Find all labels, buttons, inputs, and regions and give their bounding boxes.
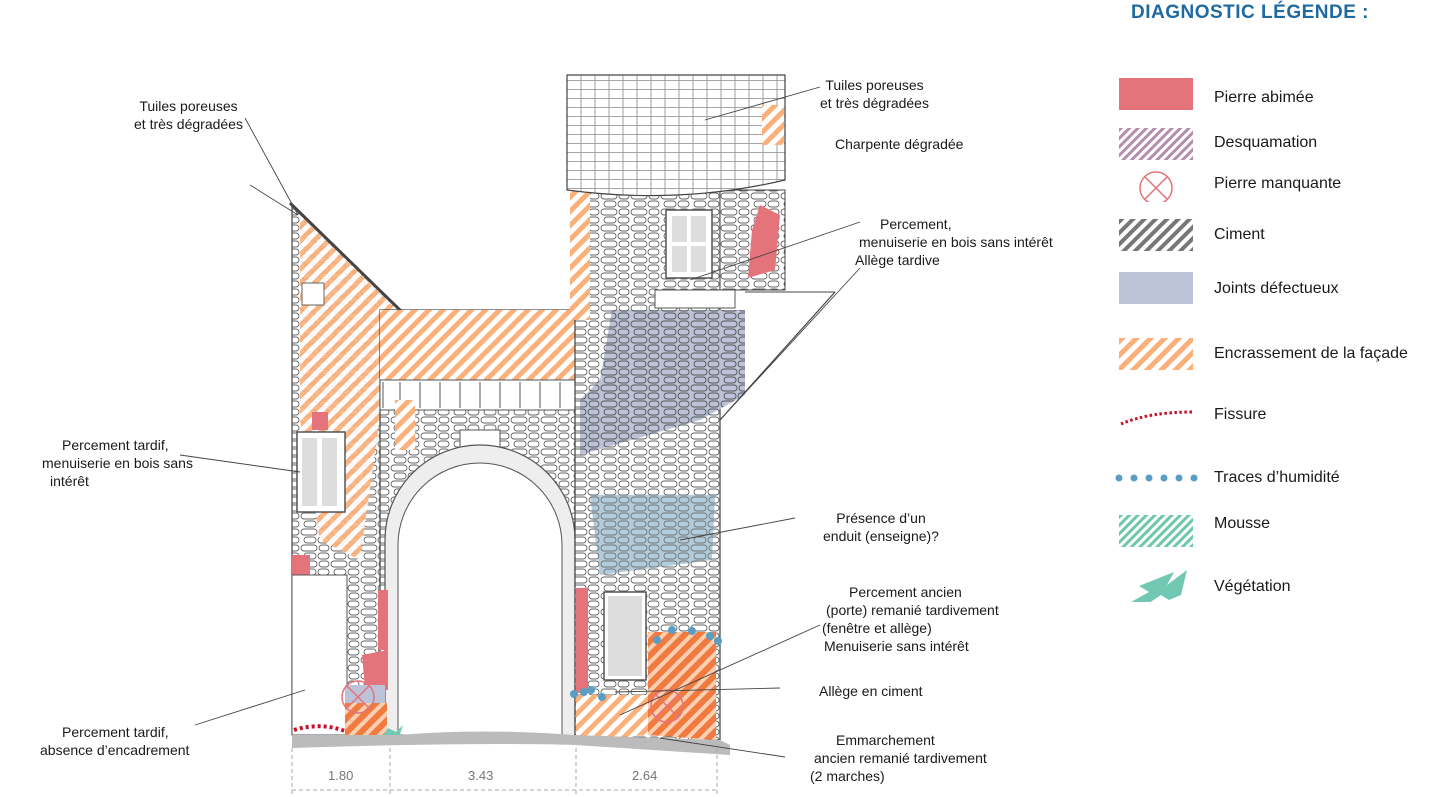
annotation-line: Percement tardif, (62, 437, 169, 453)
legend-item-missing-stone: Pierre manquante (1114, 170, 1434, 210)
annotation-line: (porte) remanié tardivement (826, 602, 999, 618)
annotation-line: Emmarchement (836, 732, 935, 748)
legend-label: Mousse (1214, 515, 1271, 532)
legend-label: Encrassement de la façade (1214, 345, 1408, 362)
annotation-line: et très dégradées (134, 116, 243, 132)
legend-label: Fissure (1214, 406, 1267, 423)
annotation-line: Présence d’un (836, 510, 926, 526)
annotation-line: menuiserie en bois sans (42, 455, 193, 471)
annotation-line: et très dégradées (820, 95, 929, 111)
annotation-line: Menuiserie sans intérêt (824, 638, 969, 654)
annotation-line: intérêt (50, 473, 89, 489)
annotation-line: menuiserie en bois sans intérêt (859, 234, 1053, 250)
dimension-label: 1.80 (328, 768, 354, 783)
defective-joints-swatch (1119, 272, 1193, 304)
annotation-line: Percement tardif, (62, 724, 169, 740)
annotation-tiles-left: Tuiles poreuses et très dégradées (134, 97, 243, 133)
dimension-label: 2.64 (632, 768, 658, 783)
cement-swatch (1119, 219, 1193, 251)
annotation-tiles-right: Tuiles poreuses et très dégradées (820, 76, 929, 112)
humidity-icon (1115, 474, 1198, 482)
annotation-line: Tuiles poreuses (825, 77, 924, 93)
legend-item-crack: Fissure (1114, 398, 1434, 438)
legend-title: DIAGNOSTIC LÉGENDE : (1131, 2, 1370, 23)
annotation-line: enduit (enseigne)? (823, 528, 939, 544)
damaged-stone-swatch (1119, 78, 1193, 110)
fouling-swatch (1119, 338, 1193, 370)
moss-swatch (1119, 515, 1193, 547)
legend-label: Pierre manquante (1214, 175, 1342, 192)
annotation-frame: Charpente dégradée (835, 136, 964, 152)
missing-stone-marker-right (650, 689, 684, 723)
annotation-cement-sill: Allège en ciment (819, 683, 923, 699)
humidity-dots (570, 626, 722, 701)
annotation-line: (fenêtre et allège) (822, 620, 932, 636)
legend-item-cement: Ciment (1114, 219, 1434, 259)
legend-label: Pierre abimée (1214, 89, 1314, 106)
vegetation-icon (1131, 570, 1187, 602)
right-tower (566, 74, 836, 741)
annotation-old-opening: Percement ancien (porte) remanié tardive… (822, 583, 999, 655)
desquamation-swatch (1119, 128, 1193, 160)
legend-label: Desquamation (1214, 134, 1318, 151)
annotation-line: (2 marches) (810, 768, 885, 784)
legend-item-defective-joints: Joints défectueux (1114, 272, 1434, 312)
legend-item-vegetation: Végétation (1114, 570, 1434, 610)
annotation-late-opening: Percement tardif, menuiserie en bois san… (40, 436, 193, 490)
annotation-line: Percement ancien (849, 584, 962, 600)
legend-label: Traces d’humidité (1214, 469, 1340, 486)
crack-icon (1120, 410, 1193, 426)
missing-stone-icon (1139, 171, 1173, 202)
annotation-line: absence d’encadrement (40, 742, 190, 758)
legend-label: Végétation (1214, 578, 1291, 595)
dimension-lines (291, 748, 718, 797)
annotation-line: Allège tardive (855, 252, 940, 268)
dimension-label: 3.43 (468, 768, 494, 783)
annotation-opening-top: Percement, menuiserie en bois sans intér… (855, 215, 1053, 269)
annotation-line: Tuiles poreuses (139, 98, 238, 114)
annotation-steps: Emmarchement ancien remanié tardivement … (810, 731, 987, 785)
legend-label: Ciment (1214, 226, 1265, 243)
legend-label: Joints défectueux (1214, 280, 1339, 297)
annotation-line: ancien remanié tardivement (814, 750, 987, 766)
legend-item-humidity: Traces d’humidité (1114, 463, 1434, 503)
crack-line (293, 724, 346, 733)
leader-lines (179, 86, 861, 758)
middle-section (379, 309, 581, 736)
annotation-render: Présence d’un enduit (enseigne)? (823, 509, 939, 545)
legend-item-fouling: Encrassement de la façade (1114, 338, 1434, 378)
missing-stone-marker-left (341, 680, 375, 714)
legend-item-damaged-stone: Pierre abimée (1114, 78, 1434, 118)
ground-line (292, 731, 730, 755)
legend-item-desquamation: Desquamation (1114, 128, 1434, 168)
annotation-line: Percement, (880, 216, 952, 232)
annotation-late-opening-bottom: Percement tardif, absence d’encadrement (40, 723, 189, 759)
legend-item-moss: Mousse (1114, 515, 1434, 555)
